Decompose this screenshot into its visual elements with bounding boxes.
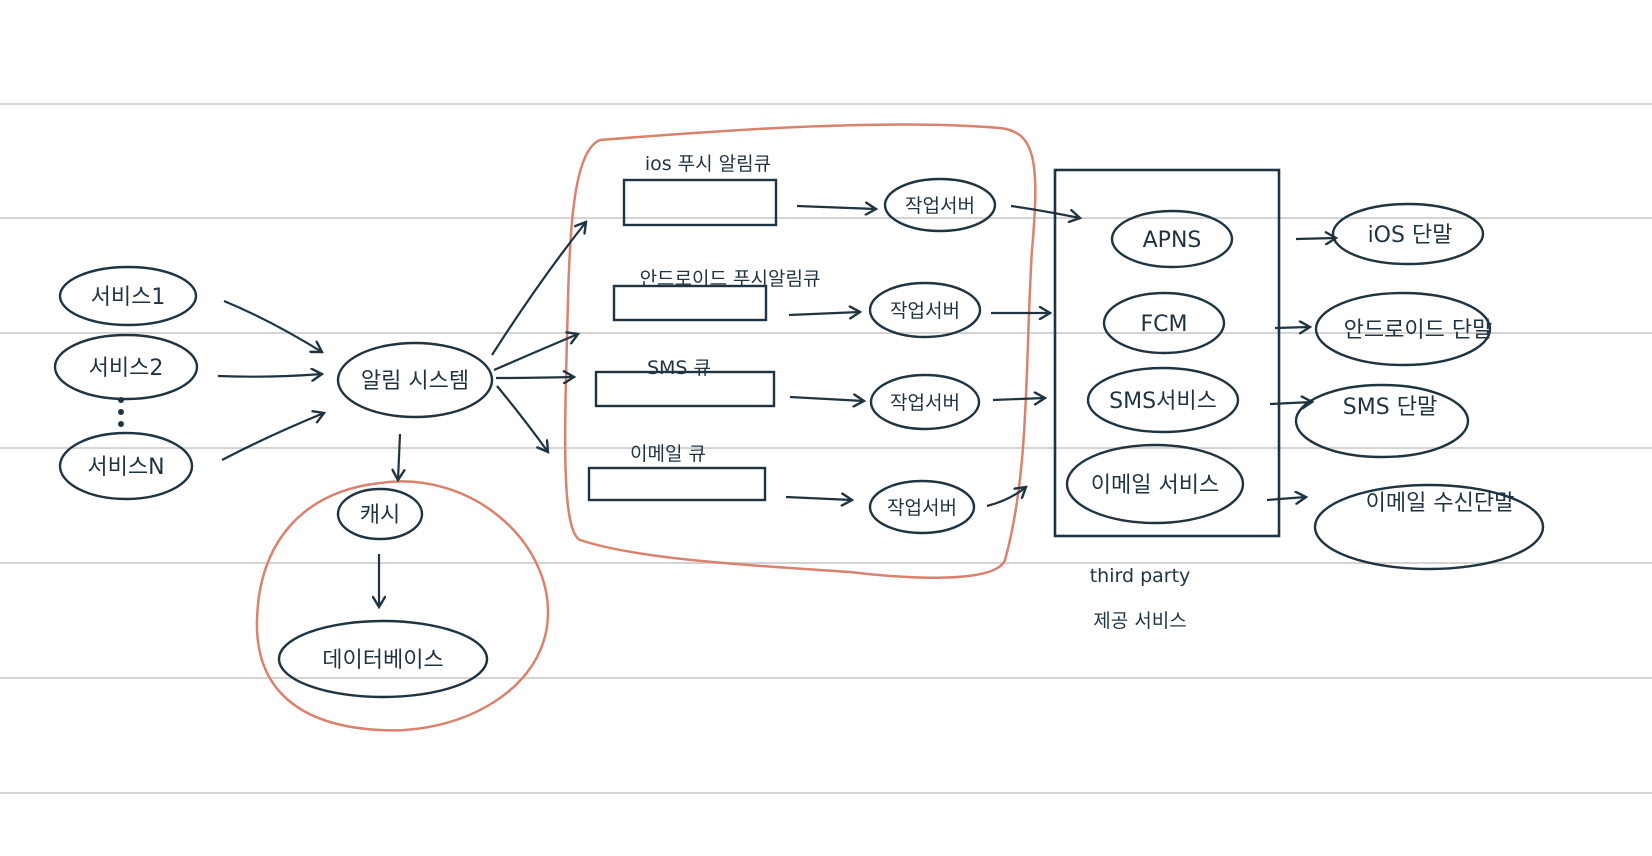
arrow-fcm-to-android-device: [1274, 327, 1310, 328]
email-queue: 이메일 큐: [587, 443, 767, 502]
arrow-system-to-sms-queue: [495, 377, 574, 378]
service-2-label: 서비스2: [89, 356, 164, 381]
sms-worker-node: 작업서버: [869, 373, 981, 431]
notification-system-label: 알림 시스템: [361, 369, 469, 394]
fcm-node: FCM: [1102, 291, 1226, 355]
arrow-email-worker-to-email-service: [986, 487, 1026, 508]
arrow-sms-worker-to-sms-service: [992, 398, 1045, 400]
android-worker-label: 작업서버: [890, 300, 960, 322]
email-worker-node: 작업서버: [868, 479, 976, 535]
android-worker-node: 작업서버: [868, 281, 982, 339]
android-device-node: 안드로이드 단말: [1314, 291, 1493, 367]
service-n-node: 서비스N: [58, 431, 194, 501]
service-ellipsis-dots: [118, 397, 124, 427]
arrow-servicen-to-system: [221, 413, 324, 461]
apns-label: APNS: [1143, 228, 1202, 253]
service-1-node: 서비스1: [58, 265, 198, 327]
ios-worker-label: 작업서버: [905, 195, 975, 217]
sms-queue-label: SMS 큐: [647, 357, 711, 379]
arrow-system-to-cache: [398, 433, 400, 480]
ios-queue: ios 푸시 알림큐: [622, 153, 778, 227]
ios-device-label: iOS 단말: [1368, 223, 1453, 248]
arrow-android-queue-to-worker: [788, 312, 860, 315]
cache-node: 캐시: [336, 487, 424, 541]
android-queue-label: 안드로이드 푸시알림큐: [640, 268, 821, 290]
sms-queue: SMS 큐: [594, 357, 776, 408]
database-node: 데이터베이스: [277, 619, 489, 699]
sms-worker-label: 작업서버: [890, 392, 960, 414]
android-device-label: 안드로이드 단말: [1344, 318, 1493, 343]
service-n-label: 서비스N: [87, 455, 164, 480]
arrow-ios-worker-to-apns: [1010, 204, 1080, 218]
sms-device-label: SMS 단말: [1343, 395, 1437, 420]
email-device-label: 이메일 수신단말: [1366, 491, 1515, 516]
third-party-caption-line1: third party: [1090, 565, 1191, 587]
arrow-service2-to-system: [217, 374, 322, 377]
ruled-lines: [0, 103, 1652, 794]
third-party-box: third party 제공 서비스: [1053, 168, 1281, 632]
arrow-system-to-email-queue: [496, 385, 548, 452]
arrow-service1-to-system: [223, 299, 322, 352]
database-label: 데이터베이스: [322, 648, 443, 673]
arrow-email-service-to-email-device: [1266, 497, 1306, 500]
third-party-caption-line2: 제공 서비스: [1093, 610, 1186, 632]
cache-label: 캐시: [360, 503, 400, 528]
android-queue: 안드로이드 푸시알림큐: [612, 268, 821, 322]
sms-device-node: SMS 단말: [1294, 383, 1470, 459]
service-1-label: 서비스1: [91, 285, 166, 310]
arrow-apns-to-ios-device: [1295, 238, 1336, 239]
email-worker-label: 작업서버: [887, 497, 957, 519]
apns-node: APNS: [1110, 209, 1234, 269]
ios-worker-node: 작업서버: [883, 177, 997, 233]
email-service-label: 이메일 서비스: [1091, 473, 1219, 498]
email-queue-label: 이메일 큐: [630, 443, 706, 465]
email-service-node: 이메일 서비스: [1065, 443, 1245, 525]
arrow-ios-queue-to-worker: [796, 206, 876, 209]
arrow-system-to-android-queue: [493, 334, 578, 372]
ios-queue-label: ios 푸시 알림큐: [645, 153, 771, 175]
arrow-sms-service-to-sms-device: [1269, 402, 1312, 404]
arrow-sms-queue-to-worker: [789, 397, 864, 401]
notification-system-node: 알림 시스템: [336, 341, 494, 419]
fcm-label: FCM: [1141, 312, 1188, 337]
storage-highlight-circle: [255, 480, 550, 732]
arrow-system-to-ios-queue: [491, 222, 586, 356]
sms-service-node: SMS서비스: [1086, 366, 1240, 434]
sms-service-label: SMS서비스: [1109, 389, 1217, 414]
email-device-node: 이메일 수신단말: [1313, 483, 1545, 571]
ios-device-node: iOS 단말: [1331, 202, 1485, 266]
arrow-email-queue-to-worker: [785, 497, 852, 500]
service-2-node: 서비스2: [53, 333, 199, 401]
queue-worker-highlight-box: [563, 123, 1037, 579]
